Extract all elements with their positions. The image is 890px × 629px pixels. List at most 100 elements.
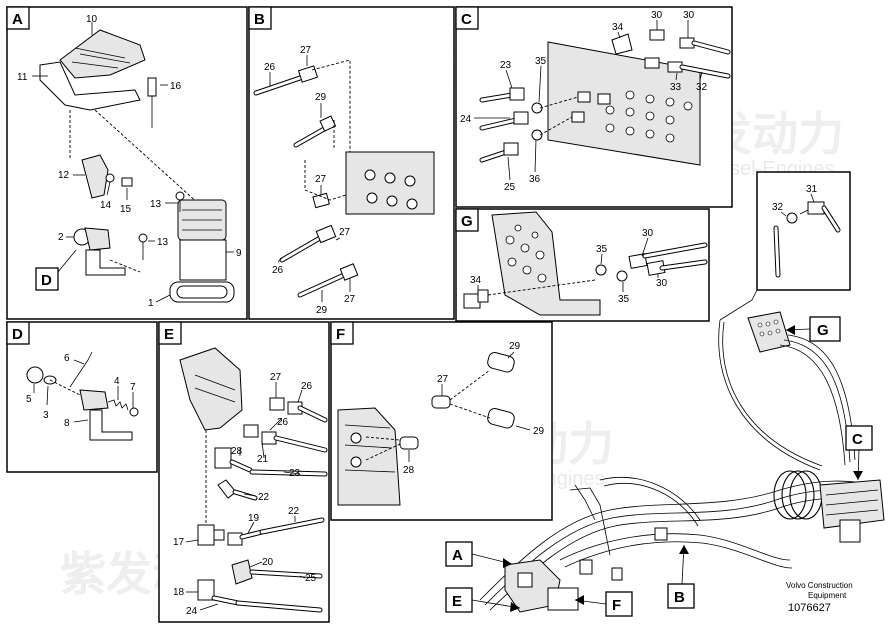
callout-b-label: B xyxy=(674,589,685,606)
inset-frame xyxy=(756,171,851,291)
bolt xyxy=(147,77,157,97)
part-num: 23 xyxy=(289,468,301,479)
part-num: 18 xyxy=(173,587,185,598)
part-num: 17 xyxy=(173,537,185,548)
part-num: 34 xyxy=(612,22,624,33)
part-num: 27 xyxy=(339,227,351,238)
callout-a-label: A xyxy=(452,547,463,564)
part-num: 12 xyxy=(58,170,70,181)
part-num: 32 xyxy=(772,202,784,213)
callout-f-label: F xyxy=(612,597,621,614)
part-num: 30 xyxy=(656,278,668,289)
panel-f: F 29 27 29 28 xyxy=(330,321,553,521)
part-num: 5 xyxy=(26,394,32,405)
part-num: 6 xyxy=(64,353,70,364)
part-num: 29 xyxy=(315,92,327,103)
pedal-bracket xyxy=(39,61,141,111)
panel-f-label: F xyxy=(336,326,345,343)
part-num: 27 xyxy=(344,294,356,305)
part-num: 32 xyxy=(696,82,708,93)
part-num: 24 xyxy=(460,114,472,125)
part-num: 28 xyxy=(231,446,243,457)
part-num: 23 xyxy=(500,60,512,71)
part-num: 7 xyxy=(130,382,136,393)
callout-d[interactable] xyxy=(35,267,59,291)
part-num: 13 xyxy=(150,199,162,210)
part-num: 22 xyxy=(258,492,270,503)
part-num: 26 xyxy=(264,62,276,73)
callout-b[interactable] xyxy=(667,583,695,609)
part-num: 30 xyxy=(642,228,654,239)
part-num: 27 xyxy=(270,372,282,383)
panel-b-tag xyxy=(248,6,272,30)
part-num: 28 xyxy=(403,465,415,476)
part-num: 25 xyxy=(305,573,317,584)
part-num: 34 xyxy=(470,275,482,286)
part-num: 24 xyxy=(186,606,198,617)
panel-e: E 2 xyxy=(158,321,330,623)
panel-c-tag xyxy=(455,6,479,30)
part-num: 19 xyxy=(248,513,260,524)
part-num: 10 xyxy=(86,14,98,25)
part-num: 11 xyxy=(17,72,28,83)
part-num: 21 xyxy=(257,454,269,465)
callout-c[interactable] xyxy=(845,425,873,451)
part-num: 9 xyxy=(236,248,242,259)
footer-number: 1076627 xyxy=(788,602,831,614)
part-num: 14 xyxy=(100,200,112,211)
part-num: 15 xyxy=(120,204,132,215)
part-num: 26 xyxy=(301,381,313,392)
part-num: 2 xyxy=(58,232,64,243)
d-bracket xyxy=(79,389,109,411)
part-num: 33 xyxy=(670,82,682,93)
part-num: 31 xyxy=(806,184,818,195)
callout-e-label: E xyxy=(452,593,462,610)
part-num: 22 xyxy=(288,506,300,517)
panel-e-tag xyxy=(158,321,182,345)
part-num: 13 xyxy=(157,237,169,248)
part-num: 26 xyxy=(272,265,284,276)
panel-a: A xyxy=(6,6,248,320)
panel-d-label: D xyxy=(12,326,23,343)
panel-g-label: G xyxy=(461,213,473,230)
part-num: 8 xyxy=(64,418,70,429)
f-housing xyxy=(337,407,401,506)
part-num: 27 xyxy=(437,374,449,385)
panel-g: G 35 30 34 35 30 xyxy=(455,208,710,322)
panel-b: B 27 26 29 27 26 27 27 29 xyxy=(248,6,455,320)
panel-e-label: E xyxy=(164,326,174,343)
footer-line2: Equipment xyxy=(808,591,847,600)
g-plate xyxy=(491,211,601,316)
panel-inset: 31 32 xyxy=(756,171,851,291)
part-num: 29 xyxy=(533,426,545,437)
valve-housing xyxy=(179,347,243,431)
panel-b-label: B xyxy=(254,11,265,28)
panel-c: C 34 30 30 23 xyxy=(455,6,733,208)
panel-a-label: A xyxy=(12,11,23,28)
overview-bulkhead xyxy=(819,479,885,529)
callout-d-label: D xyxy=(41,272,52,289)
part-num: 26 xyxy=(277,417,289,428)
part-num: 20 xyxy=(262,557,274,568)
part-num: 4 xyxy=(114,376,120,387)
panel-d-tag xyxy=(6,321,30,345)
part-num: 35 xyxy=(596,244,608,255)
callout-g-label: G xyxy=(817,322,829,339)
part-num: 16 xyxy=(170,81,182,92)
pedal xyxy=(59,29,146,79)
part-num: 3 xyxy=(43,410,49,421)
part-num: 30 xyxy=(683,10,695,21)
panel-d: D 6 5 3 4 7 8 xyxy=(6,321,158,473)
d-bracket xyxy=(84,227,111,251)
panel-c-label: C xyxy=(461,11,472,28)
part-num: 29 xyxy=(316,305,328,316)
part-num: 27 xyxy=(300,45,312,56)
pilot-valve-body xyxy=(179,239,227,281)
part-num: 27 xyxy=(315,174,327,185)
part-num: 35 xyxy=(618,294,630,305)
part-num: 29 xyxy=(509,341,521,352)
part-num: 1 xyxy=(148,298,154,309)
machine-overview: A E F B C G xyxy=(445,289,885,617)
panel-a-tag xyxy=(6,6,30,30)
